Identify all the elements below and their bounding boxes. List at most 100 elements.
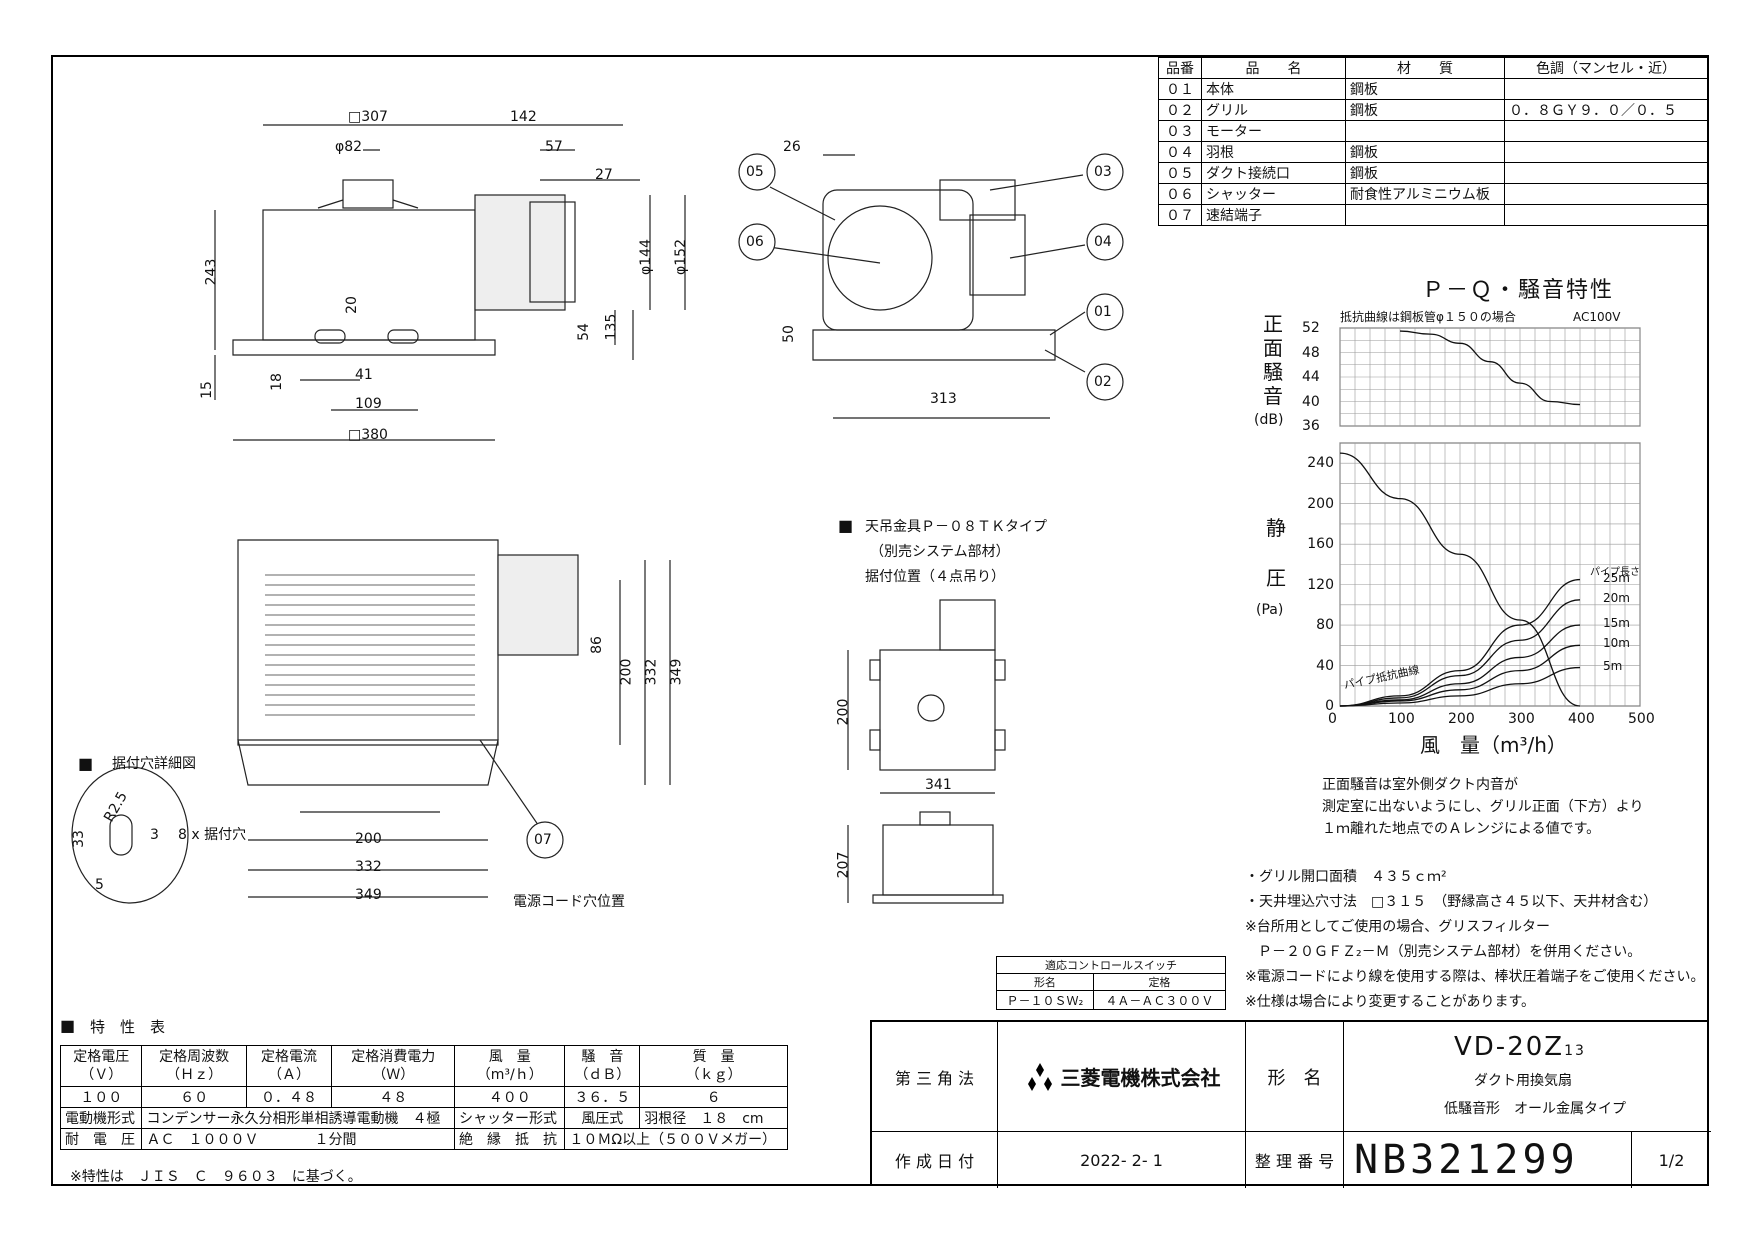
bullet-2: ・天井埋込穴寸法 □３１５ （野縁高さ４５以下、天井材含む） xyxy=(1245,894,1658,910)
header-material: 材 質 xyxy=(1345,57,1505,79)
callout-05: 05 xyxy=(746,164,764,180)
dim-313: 313 xyxy=(930,391,957,407)
dim-135: 135 xyxy=(603,313,620,341)
dim-w380: □380 xyxy=(348,427,388,443)
motor-value: コンデンサー永久分相形単相誘導電動機 ４極 xyxy=(141,1107,456,1129)
pq-ytick: 80 xyxy=(1316,617,1334,634)
noise-ytick: 48 xyxy=(1302,344,1320,361)
switch-h2: 定格 xyxy=(1092,973,1227,991)
number-label: 整 理 番 号 xyxy=(1246,1132,1344,1188)
part-no: ０４ xyxy=(1158,141,1202,163)
part-no: ０２ xyxy=(1158,99,1202,121)
model-desc-2: 低騒音形 オール金属タイプ xyxy=(1444,1101,1626,1117)
part-material: 鋼板 xyxy=(1345,78,1505,100)
spec-header: 風 量 （m³/ｈ） xyxy=(454,1045,566,1087)
shutter-label: シャッター形式 xyxy=(454,1107,566,1129)
part-name: シャッター xyxy=(1201,183,1346,205)
model-desc-1: ダクト用換気扇 xyxy=(1474,1073,1572,1089)
blade: 羽根径 １８ cm xyxy=(639,1107,788,1129)
noise-ytick: 40 xyxy=(1302,393,1320,410)
part-material xyxy=(1345,204,1505,226)
pipe-length-4: 5m xyxy=(1603,658,1623,673)
pq-unit: (Pa) xyxy=(1256,602,1284,618)
dim-26: 26 xyxy=(783,139,801,155)
part-no: ０６ xyxy=(1158,183,1202,205)
body-outline xyxy=(262,209,476,341)
noise-ytick: 52 xyxy=(1302,320,1320,336)
chart-title: Ｐ－Ｑ・騒音特性 xyxy=(1422,278,1615,303)
dim-54: 54 xyxy=(575,323,592,341)
part-color: ０．８ＧＹ９．０／０．５ xyxy=(1504,99,1708,121)
dim-200-v: 200 xyxy=(618,658,635,686)
projection: 第 三 角 法 xyxy=(872,1022,998,1132)
bullet-5: ※電源コードにより線を使用する際は、棒状圧着端子をご使用ください。 xyxy=(1245,969,1705,985)
pipe-length-2: 15m xyxy=(1603,616,1630,631)
spec-header: 定格消費電力 （Ｗ） xyxy=(331,1045,456,1087)
motor-label: 電動機形式 xyxy=(59,1107,143,1129)
company-cell: 三菱電機株式会社 xyxy=(998,1022,1246,1132)
dim-57: 57 xyxy=(545,139,563,155)
dim-18: 18 xyxy=(268,373,285,391)
insulation-label: 絶 縁 抵 抗 xyxy=(454,1128,566,1150)
dim-50: 50 xyxy=(780,325,797,343)
spec-header: 定格電圧 （Ｖ） xyxy=(59,1045,143,1087)
spec-header: 定格電流 （Ａ） xyxy=(245,1045,333,1087)
noise-ytick: 36 xyxy=(1302,418,1320,434)
date-label: 作 成 日 付 xyxy=(872,1132,998,1188)
hanger-sub2: 据付位置（４点吊り） xyxy=(865,569,1005,585)
noise-ytick: 44 xyxy=(1302,369,1320,385)
hanger-200: 200 xyxy=(835,698,852,726)
noise-note: 抵抗曲線は鋼板管φ１５０の場合 xyxy=(1340,310,1516,324)
part-no: ０７ xyxy=(1158,204,1202,226)
dim-144: φ144 xyxy=(637,239,654,275)
pipe-length-0: 25m xyxy=(1603,570,1630,585)
shutter-value: 風圧式 xyxy=(564,1107,641,1129)
pq-xtick: 100 xyxy=(1388,711,1415,727)
pq-ylabel-1: 静 xyxy=(1266,516,1286,540)
spec-value: ４００ xyxy=(454,1086,566,1108)
switch-title: 適応コントロールスイッチ xyxy=(996,956,1226,974)
dim-349-v: 349 xyxy=(668,658,685,686)
hanger-sub1: （別売システム部材） xyxy=(870,544,1010,560)
detail-square: ■ xyxy=(78,754,94,773)
pipe-curve-25m xyxy=(1339,578,1581,707)
detail-title: 据付穴詳細図 xyxy=(112,756,196,772)
dim-200-h: 200 xyxy=(355,831,382,847)
note-2: 測定室に出ないようにし、グリル正面（下方）より xyxy=(1322,799,1644,815)
callout-01: 01 xyxy=(1094,304,1112,320)
dim-332-v: 332 xyxy=(643,658,660,686)
withstand-value: ＡＣ １０００Ｖ １分間 xyxy=(141,1128,456,1150)
pq-ytick: 200 xyxy=(1307,495,1334,512)
pq-xtick: 0 xyxy=(1328,711,1337,727)
dim-41: 41 xyxy=(355,367,373,383)
part-material: 鋼板 xyxy=(1345,162,1505,184)
note-1: 正面騒音は室外側ダクト内音が xyxy=(1322,777,1518,793)
model-label: 形 名 xyxy=(1246,1022,1344,1132)
spec-table: 定格電圧 （Ｖ）定格周波数 （Ｈｚ）定格電流 （Ａ）定格消費電力 （Ｗ）風 量 … xyxy=(59,1045,788,1150)
hole-label: 8 x 据付穴 xyxy=(178,827,247,843)
spec-header: 騒 音 （ｄＢ） xyxy=(564,1045,641,1087)
title-block: 第 三 角 法 三菱電機株式会社 形 名 VD-20Z13 ダクト用換気扇 低騒… xyxy=(870,1020,1711,1188)
pipe-length-1: 20m xyxy=(1603,590,1630,605)
pq-ytick: 0 xyxy=(1325,698,1334,714)
pq-xtick: 300 xyxy=(1508,711,1535,727)
part-color xyxy=(1504,183,1708,205)
pipe-curve-10m xyxy=(1339,644,1581,707)
date-value: 2022- 2- 1 xyxy=(998,1132,1246,1188)
hanger-341: 341 xyxy=(925,777,952,793)
spec-header: 質 量 （ｋｇ） xyxy=(639,1045,788,1087)
spec-value: ０．４８ xyxy=(245,1086,333,1108)
spec-value: ４８ xyxy=(331,1086,456,1108)
spec-footnote: ※特性は ＪＩＳ Ｃ ９６０３ に基づく。 xyxy=(70,1169,362,1185)
callout-06: 06 xyxy=(746,234,764,250)
callout-04: 04 xyxy=(1094,234,1112,250)
model-cell: VD-20Z13 ダクト用換気扇 低騒音形 オール金属タイプ xyxy=(1344,1022,1711,1132)
part-color xyxy=(1504,120,1708,142)
dim-82: φ82 xyxy=(335,139,363,155)
